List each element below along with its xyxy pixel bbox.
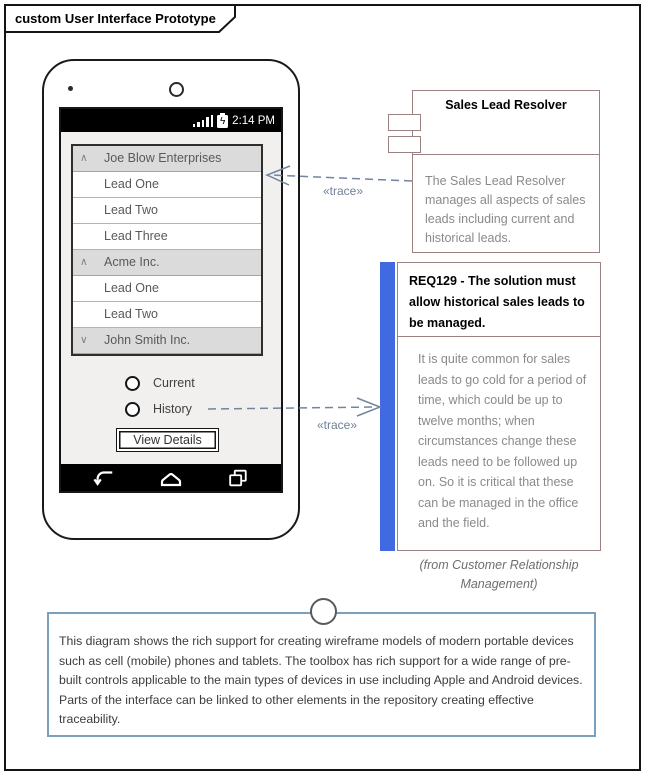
view-details-button[interactable]: View Details bbox=[116, 428, 219, 452]
front-camera-dot-icon bbox=[68, 86, 73, 91]
requirement-side-bar bbox=[380, 262, 395, 551]
status-time: 2:14 PM bbox=[232, 114, 275, 127]
speaker-circle-icon bbox=[169, 82, 184, 97]
requirement-title: REQ129 - The solution must allow histori… bbox=[409, 274, 585, 330]
requirement-source: (from Customer Relationship Management) bbox=[419, 558, 579, 591]
list-row-label: Lead Two bbox=[104, 307, 158, 321]
compartment-divider bbox=[398, 336, 600, 337]
note-anchor-circle-icon bbox=[310, 598, 337, 625]
back-icon[interactable] bbox=[93, 467, 115, 489]
component-port-icon bbox=[388, 114, 421, 131]
signal-bars-icon bbox=[192, 114, 214, 127]
diagram-frame-tab bbox=[4, 4, 236, 33]
list-group-row[interactable]: ∨ John Smith Inc. bbox=[73, 328, 261, 354]
radio-label: Current bbox=[153, 376, 195, 390]
list-row-label: Acme Inc. bbox=[104, 255, 160, 269]
trace-stereotype-label: «trace» bbox=[322, 184, 364, 198]
list-group-row[interactable]: ∧ Acme Inc. bbox=[73, 250, 261, 276]
up-chevron-icon: ∧ bbox=[80, 256, 88, 268]
list-row-label: Lead Three bbox=[104, 229, 168, 243]
home-icon[interactable] bbox=[159, 467, 183, 489]
radio-current[interactable]: Current bbox=[125, 372, 195, 394]
component-description: The Sales Lead Resolver manages all aspe… bbox=[425, 174, 586, 245]
component-port-icon bbox=[388, 136, 421, 153]
trace-stereotype-label: «trace» bbox=[316, 418, 358, 432]
recent-apps-icon[interactable] bbox=[226, 467, 249, 489]
list-row-label: Lead One bbox=[104, 281, 159, 295]
radio-history[interactable]: History bbox=[125, 398, 192, 420]
list-row-label: Lead Two bbox=[104, 203, 158, 217]
component-sales-lead-resolver: Sales Lead Resolver The Sales Lead Resol… bbox=[412, 90, 600, 253]
list-group-row[interactable]: ∧ Joe Blow Enterprises bbox=[73, 146, 261, 172]
android-nav-bar bbox=[61, 464, 281, 491]
list-item-row[interactable]: Lead Three bbox=[73, 224, 261, 250]
requirement-description: It is quite common for sales leads to go… bbox=[418, 352, 587, 530]
radio-button-icon[interactable] bbox=[125, 401, 140, 417]
status-bar: ϟ 2:14 PM bbox=[61, 109, 281, 132]
radio-label: History bbox=[153, 402, 192, 416]
diagram-frame bbox=[4, 4, 641, 771]
component-name: Sales Lead Resolver bbox=[445, 98, 567, 112]
note-text: This diagram shows the rich support for … bbox=[59, 634, 583, 726]
list-row-label: John Smith Inc. bbox=[104, 333, 191, 347]
up-chevron-icon: ∧ bbox=[80, 152, 88, 164]
list-row-label: Lead One bbox=[104, 177, 159, 191]
compartment-divider bbox=[413, 154, 599, 155]
radio-button-icon[interactable] bbox=[125, 375, 140, 391]
requirement-req129: REQ129 - The solution must allow histori… bbox=[397, 262, 601, 551]
list-item-row[interactable]: Lead Two bbox=[73, 198, 261, 224]
diagram-title: custom User Interface Prototype bbox=[15, 11, 216, 26]
list-item-row[interactable]: Lead Two bbox=[73, 302, 261, 328]
down-chevron-icon: ∨ bbox=[80, 334, 88, 346]
list-row-label: Joe Blow Enterprises bbox=[104, 151, 222, 165]
battery-charging-icon: ϟ bbox=[217, 113, 229, 128]
list-item-row[interactable]: Lead One bbox=[73, 172, 261, 198]
note-box: This diagram shows the rich support for … bbox=[47, 612, 596, 737]
list-item-row[interactable]: Lead One bbox=[73, 276, 261, 302]
